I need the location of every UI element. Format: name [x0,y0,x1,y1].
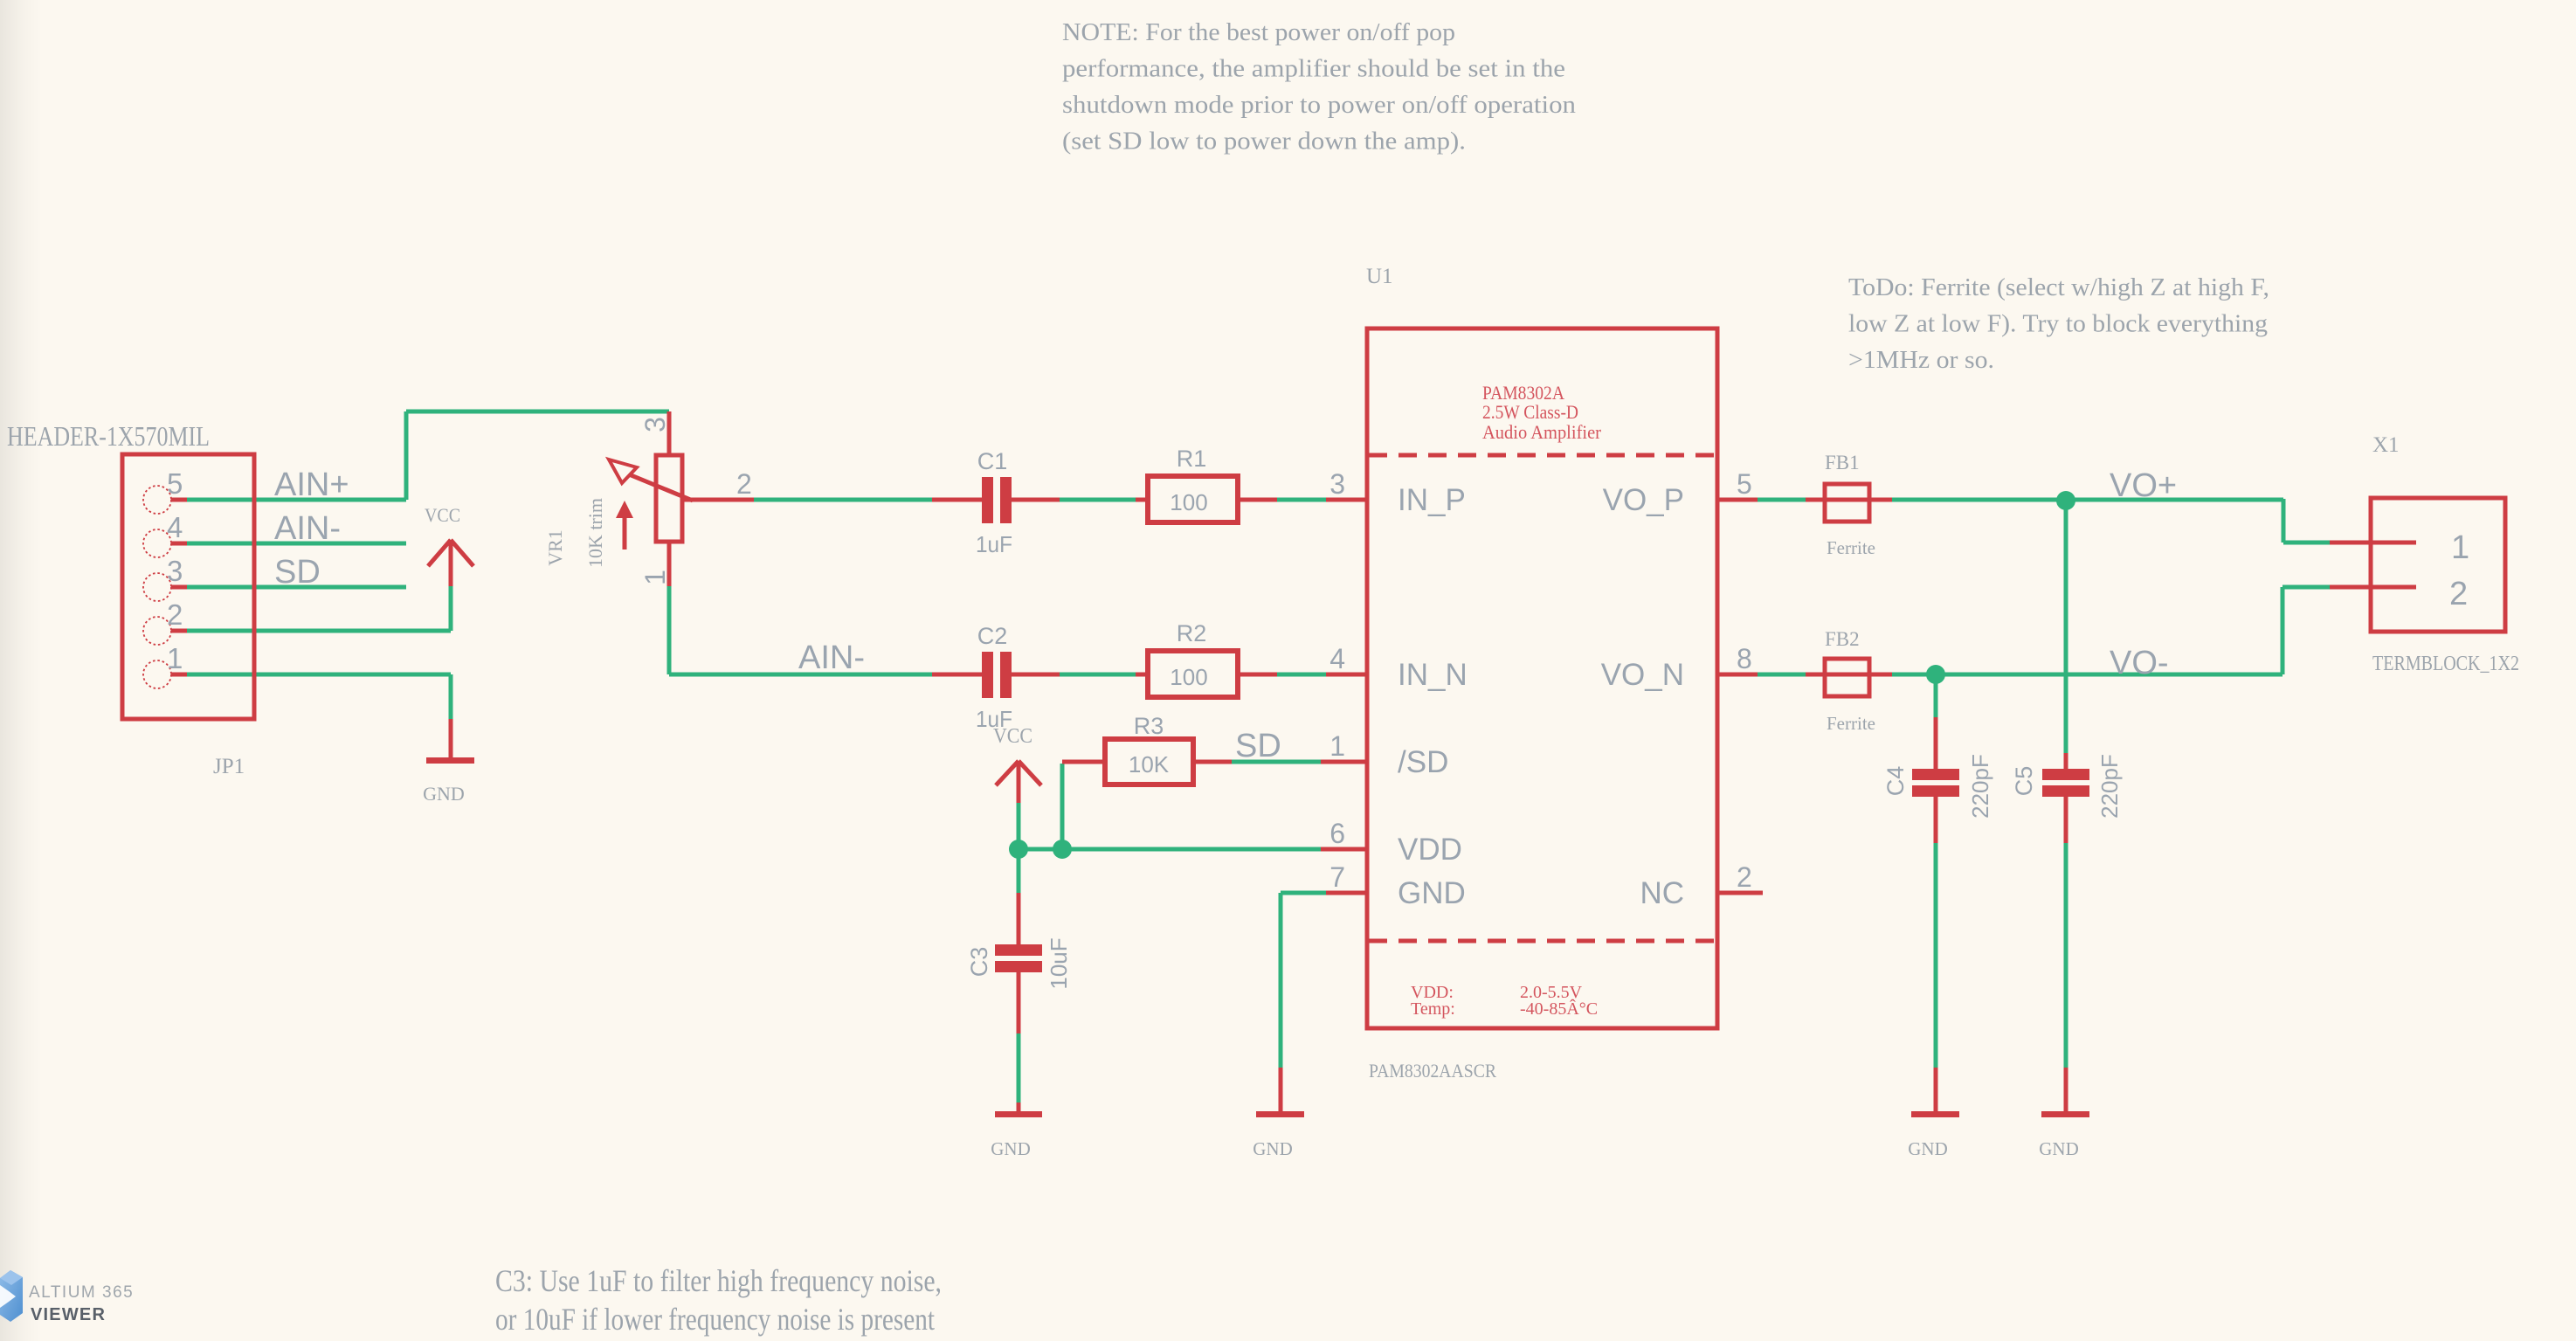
svg-text:AIN+: AIN+ [274,467,349,503]
svg-text:10K trim: 10K trim [584,498,606,568]
svg-text:X1: X1 [2372,433,2400,457]
svg-text:PAM8302A: PAM8302A [1482,382,1564,404]
svg-text:NC: NC [1640,876,1684,910]
svg-text:NOTE: For the best power on/of: NOTE: For the best power on/off pop [1062,18,1455,46]
svg-text:PAM8302AASCR: PAM8302AASCR [1369,1060,1496,1082]
svg-text:SD: SD [1235,728,1281,764]
svg-text:AIN-: AIN- [798,639,865,676]
svg-text:2.5W Class-D: 2.5W Class-D [1482,401,1578,423]
svg-text:performance, the amplifier sho: performance, the amplifier should be set… [1062,55,1565,83]
svg-text:VCC: VCC [993,725,1032,748]
svg-text:7: 7 [1329,861,1345,893]
svg-text:ToDo: Ferrite (select w/high Z: ToDo: Ferrite (select w/high Z at high F… [1848,273,2269,301]
svg-text:4: 4 [1329,643,1345,674]
svg-text:VIEWER: VIEWER [31,1305,106,1324]
svg-text:VO_P: VO_P [1603,483,1684,517]
svg-text:(set SD low to power down the: (set SD low to power down the amp). [1062,128,1466,156]
svg-text:-40-85Â°C: -40-85Â°C [1520,999,1598,1019]
svg-text:VCC: VCC [425,504,460,526]
svg-text:1uF: 1uF [976,531,1012,557]
svg-text:C3: C3 [966,947,992,978]
svg-text:10K: 10K [1129,751,1170,778]
svg-text:10uF: 10uF [1046,937,1072,989]
svg-text:TERMBLOCK_1X2: TERMBLOCK_1X2 [2372,653,2519,675]
svg-text:C4: C4 [1882,766,1909,797]
svg-text:Ferrite: Ferrite [1827,713,1875,734]
svg-text:C1: C1 [977,448,1008,474]
svg-text:1: 1 [639,570,671,585]
svg-text:2: 2 [1737,861,1752,893]
svg-text:U1: U1 [1366,265,1393,288]
svg-text:AIN-: AIN- [274,510,341,547]
svg-text:GND: GND [991,1138,1031,1159]
svg-text:3: 3 [167,555,183,587]
svg-text:1uF: 1uF [976,706,1012,732]
svg-text:VO-: VO- [2110,645,2169,681]
svg-text:ALTIUM 365: ALTIUM 365 [29,1283,134,1302]
svg-text:5: 5 [1737,468,1752,500]
svg-text:VDD: VDD [1398,833,1462,867]
svg-text:Temp:: Temp: [1411,999,1455,1019]
svg-text:R1: R1 [1177,446,1207,472]
svg-text:GND: GND [2039,1138,2079,1159]
svg-text:GND: GND [423,783,465,805]
svg-text:>1MHz or so.: >1MHz or so. [1848,346,1994,374]
svg-text:IN_N: IN_N [1398,658,1468,692]
svg-text:5: 5 [167,467,183,500]
svg-text:4: 4 [167,511,183,543]
svg-text:Ferrite: Ferrite [1827,537,1875,558]
svg-text:1: 1 [1329,730,1345,762]
svg-text:8: 8 [1737,643,1752,674]
svg-text:shutdown mode prior to power o: shutdown mode prior to power on/off oper… [1062,91,1577,119]
svg-text:R3: R3 [1134,713,1164,739]
svg-text:VO+: VO+ [2110,467,2177,504]
svg-text:GND: GND [1908,1138,1948,1159]
svg-text:1: 1 [167,642,183,674]
svg-text:C3: Use 1uF to filter high fre: C3: Use 1uF to filter high frequency noi… [495,1263,942,1298]
svg-text:6: 6 [1329,818,1345,849]
svg-text:2: 2 [167,598,183,631]
svg-text:JP1: JP1 [213,755,245,778]
svg-text:SD: SD [274,554,321,591]
svg-text:100: 100 [1170,664,1207,690]
svg-text:FB1: FB1 [1825,452,1860,473]
svg-text:220pF: 220pF [2096,754,2123,819]
svg-text:FB2: FB2 [1825,628,1860,650]
svg-text:R2: R2 [1177,620,1207,646]
svg-text:C2: C2 [977,623,1008,649]
svg-text:3: 3 [639,417,671,432]
svg-text:or 10uF if lower frequency noi: or 10uF if lower frequency noise is pres… [495,1302,935,1337]
svg-text:1: 1 [2451,529,2469,566]
svg-text:2.0-5.5V: 2.0-5.5V [1520,983,1583,1002]
svg-text:2: 2 [736,468,752,500]
svg-text:IN_P: IN_P [1398,483,1466,517]
svg-text:Audio Amplifier: Audio Amplifier [1482,421,1602,443]
svg-text:VO_N: VO_N [1601,658,1684,692]
svg-text:GND: GND [1398,876,1466,910]
svg-text:GND: GND [1253,1138,1293,1159]
svg-text:VR1: VR1 [544,529,566,566]
svg-text:220pF: 220pF [1967,754,1993,819]
svg-text:C5: C5 [2011,766,2037,797]
svg-text:2: 2 [2449,576,2468,612]
svg-text:low Z at low F). Try to block: low Z at low F). Try to block everything [1848,310,2268,338]
svg-text:HEADER-1X570MIL: HEADER-1X570MIL [7,420,210,452]
svg-text:VDD:: VDD: [1411,983,1454,1002]
svg-text:/SD: /SD [1398,745,1448,779]
svg-text:100: 100 [1170,489,1207,515]
svg-text:3: 3 [1329,468,1345,500]
